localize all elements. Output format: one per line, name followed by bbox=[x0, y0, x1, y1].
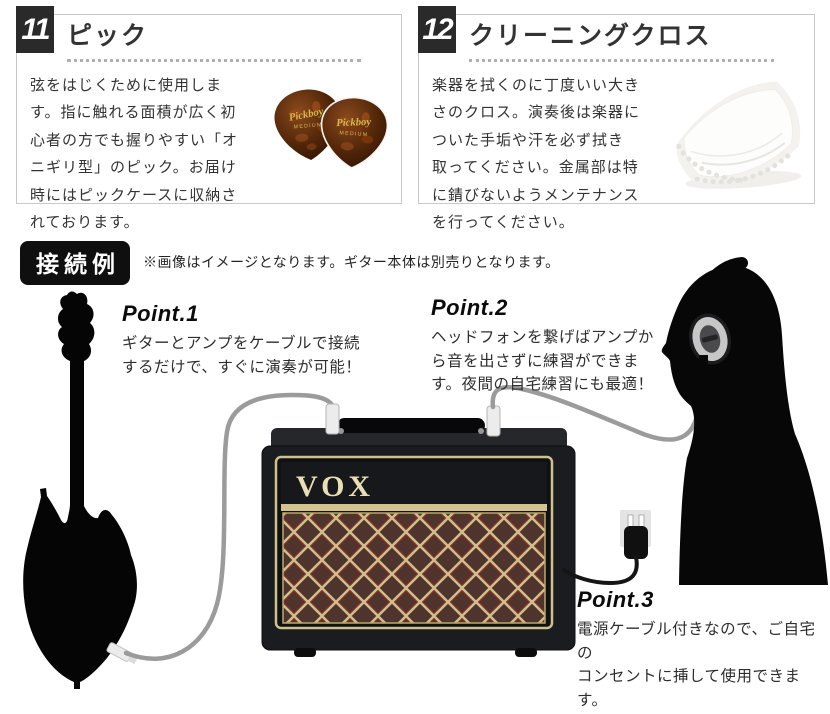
pick-front: Pickboy MEDIUM bbox=[320, 96, 389, 169]
point-1-block: Point.1 ギターとアンプをケーブルで接続 するだけで、すぐに演奏が可能！ bbox=[122, 301, 361, 379]
item-body: 弦をはじくために使用しま す。指に触れる面積が広く初 心者の方でも握りやすい「オ… bbox=[17, 62, 401, 237]
person-with-headphones-silhouette bbox=[661, 257, 828, 585]
item-description-cloth: 楽器を拭くのに丁度いい大き さのクロス。演奏後は楽器に ついた手垢や汗を必ず拭き… bbox=[432, 77, 641, 232]
amp-foot bbox=[515, 648, 537, 657]
item-header-dotted-separator: クリーニングクロス bbox=[469, 17, 774, 62]
item-description-pick: 弦をはじくために使用しま す。指に触れる面積が広く初 心者の方でも握りやすい「オ… bbox=[30, 77, 239, 232]
power-cable bbox=[562, 555, 639, 586]
item-title-cleaning-cloth: クリーニングクロス bbox=[469, 22, 712, 50]
amp-headphone-plug bbox=[486, 405, 501, 437]
amp-input-plug bbox=[325, 403, 340, 435]
headphone-ear-cup bbox=[688, 313, 732, 365]
vox-amplifier: VOX bbox=[261, 403, 576, 657]
point-3-text: 電源ケーブル付きなので、ご自宅の コンセントに挿して使用できます。 bbox=[577, 621, 816, 709]
picks-photo: Pickboy MEDIUM Pickboy MEDIUM bbox=[262, 72, 400, 190]
amp-gold-bar bbox=[281, 504, 547, 511]
connection-note: ※画像はイメージとなります。ギター本体は別売りとなります。 bbox=[143, 254, 560, 270]
point-2-block: Point.2 ヘッドフォンを繋げばアンプか ら音を出さずに練習ができま す。夜… bbox=[431, 295, 654, 397]
amp-brand-logo: VOX bbox=[296, 470, 374, 503]
pick-size-text: MEDIUM bbox=[339, 130, 368, 138]
amp-speaker-grille bbox=[282, 512, 546, 624]
guitar-cable bbox=[123, 392, 335, 661]
item-title-pick: ピック bbox=[67, 22, 149, 50]
item-body: 楽器を拭くのに丁度いい大き さのクロス。演奏後は楽器に ついた手垢や汗を必ず拭き… bbox=[419, 62, 814, 237]
pick-size-text: MEDIUM bbox=[293, 122, 322, 131]
point-1-label: Point.1 bbox=[122, 301, 199, 326]
item-card-cleaning-cloth: 12 クリーニングクロス 楽器を拭くのに丁度いい大き さのクロス。演奏後は楽器に… bbox=[418, 6, 815, 231]
item-card-pick: 11 ピック 弦をはじくために使用しま す。指に触れる面積が広く初 心者の方でも… bbox=[16, 6, 402, 231]
point-2-label: Point.2 bbox=[431, 295, 508, 320]
power-plug-body bbox=[624, 526, 648, 559]
connection-example-badge: 接続例 bbox=[20, 241, 130, 285]
headphone-cable-stem bbox=[699, 355, 708, 364]
point-1-text: ギターとアンプをケーブルで接続 するだけで、すぐに演奏が可能！ bbox=[122, 335, 362, 376]
power-plug-and-outlet bbox=[562, 510, 651, 586]
headphone-band bbox=[695, 257, 748, 330]
item-number-badge-11: 11 bbox=[16, 6, 54, 53]
point-3-block: Point.3 電源ケーブル付きなので、ご自宅の コンセントに挿して使用できます… bbox=[577, 587, 830, 712]
pick-brand-text: Pickboy bbox=[336, 117, 372, 129]
item-number-badge-12: 12 bbox=[418, 6, 456, 53]
point-3-label: Point.3 bbox=[577, 587, 654, 612]
tortoiseshell-picks-illustration: Pickboy MEDIUM Pickboy MEDIUM bbox=[274, 89, 389, 169]
point-2-text: ヘッドフォンを繋げばアンプか ら音を出さずに練習ができま す。夜間の自宅練習にも… bbox=[431, 329, 654, 394]
item-header-dotted-separator: ピック bbox=[67, 17, 361, 62]
amp-handle bbox=[337, 418, 485, 433]
white-cloth-illustration bbox=[676, 81, 802, 189]
amp-control-panel bbox=[281, 462, 547, 504]
cloth-photo bbox=[664, 72, 814, 202]
amp-foot bbox=[294, 648, 316, 657]
electric-guitar-silhouette bbox=[23, 291, 138, 689]
